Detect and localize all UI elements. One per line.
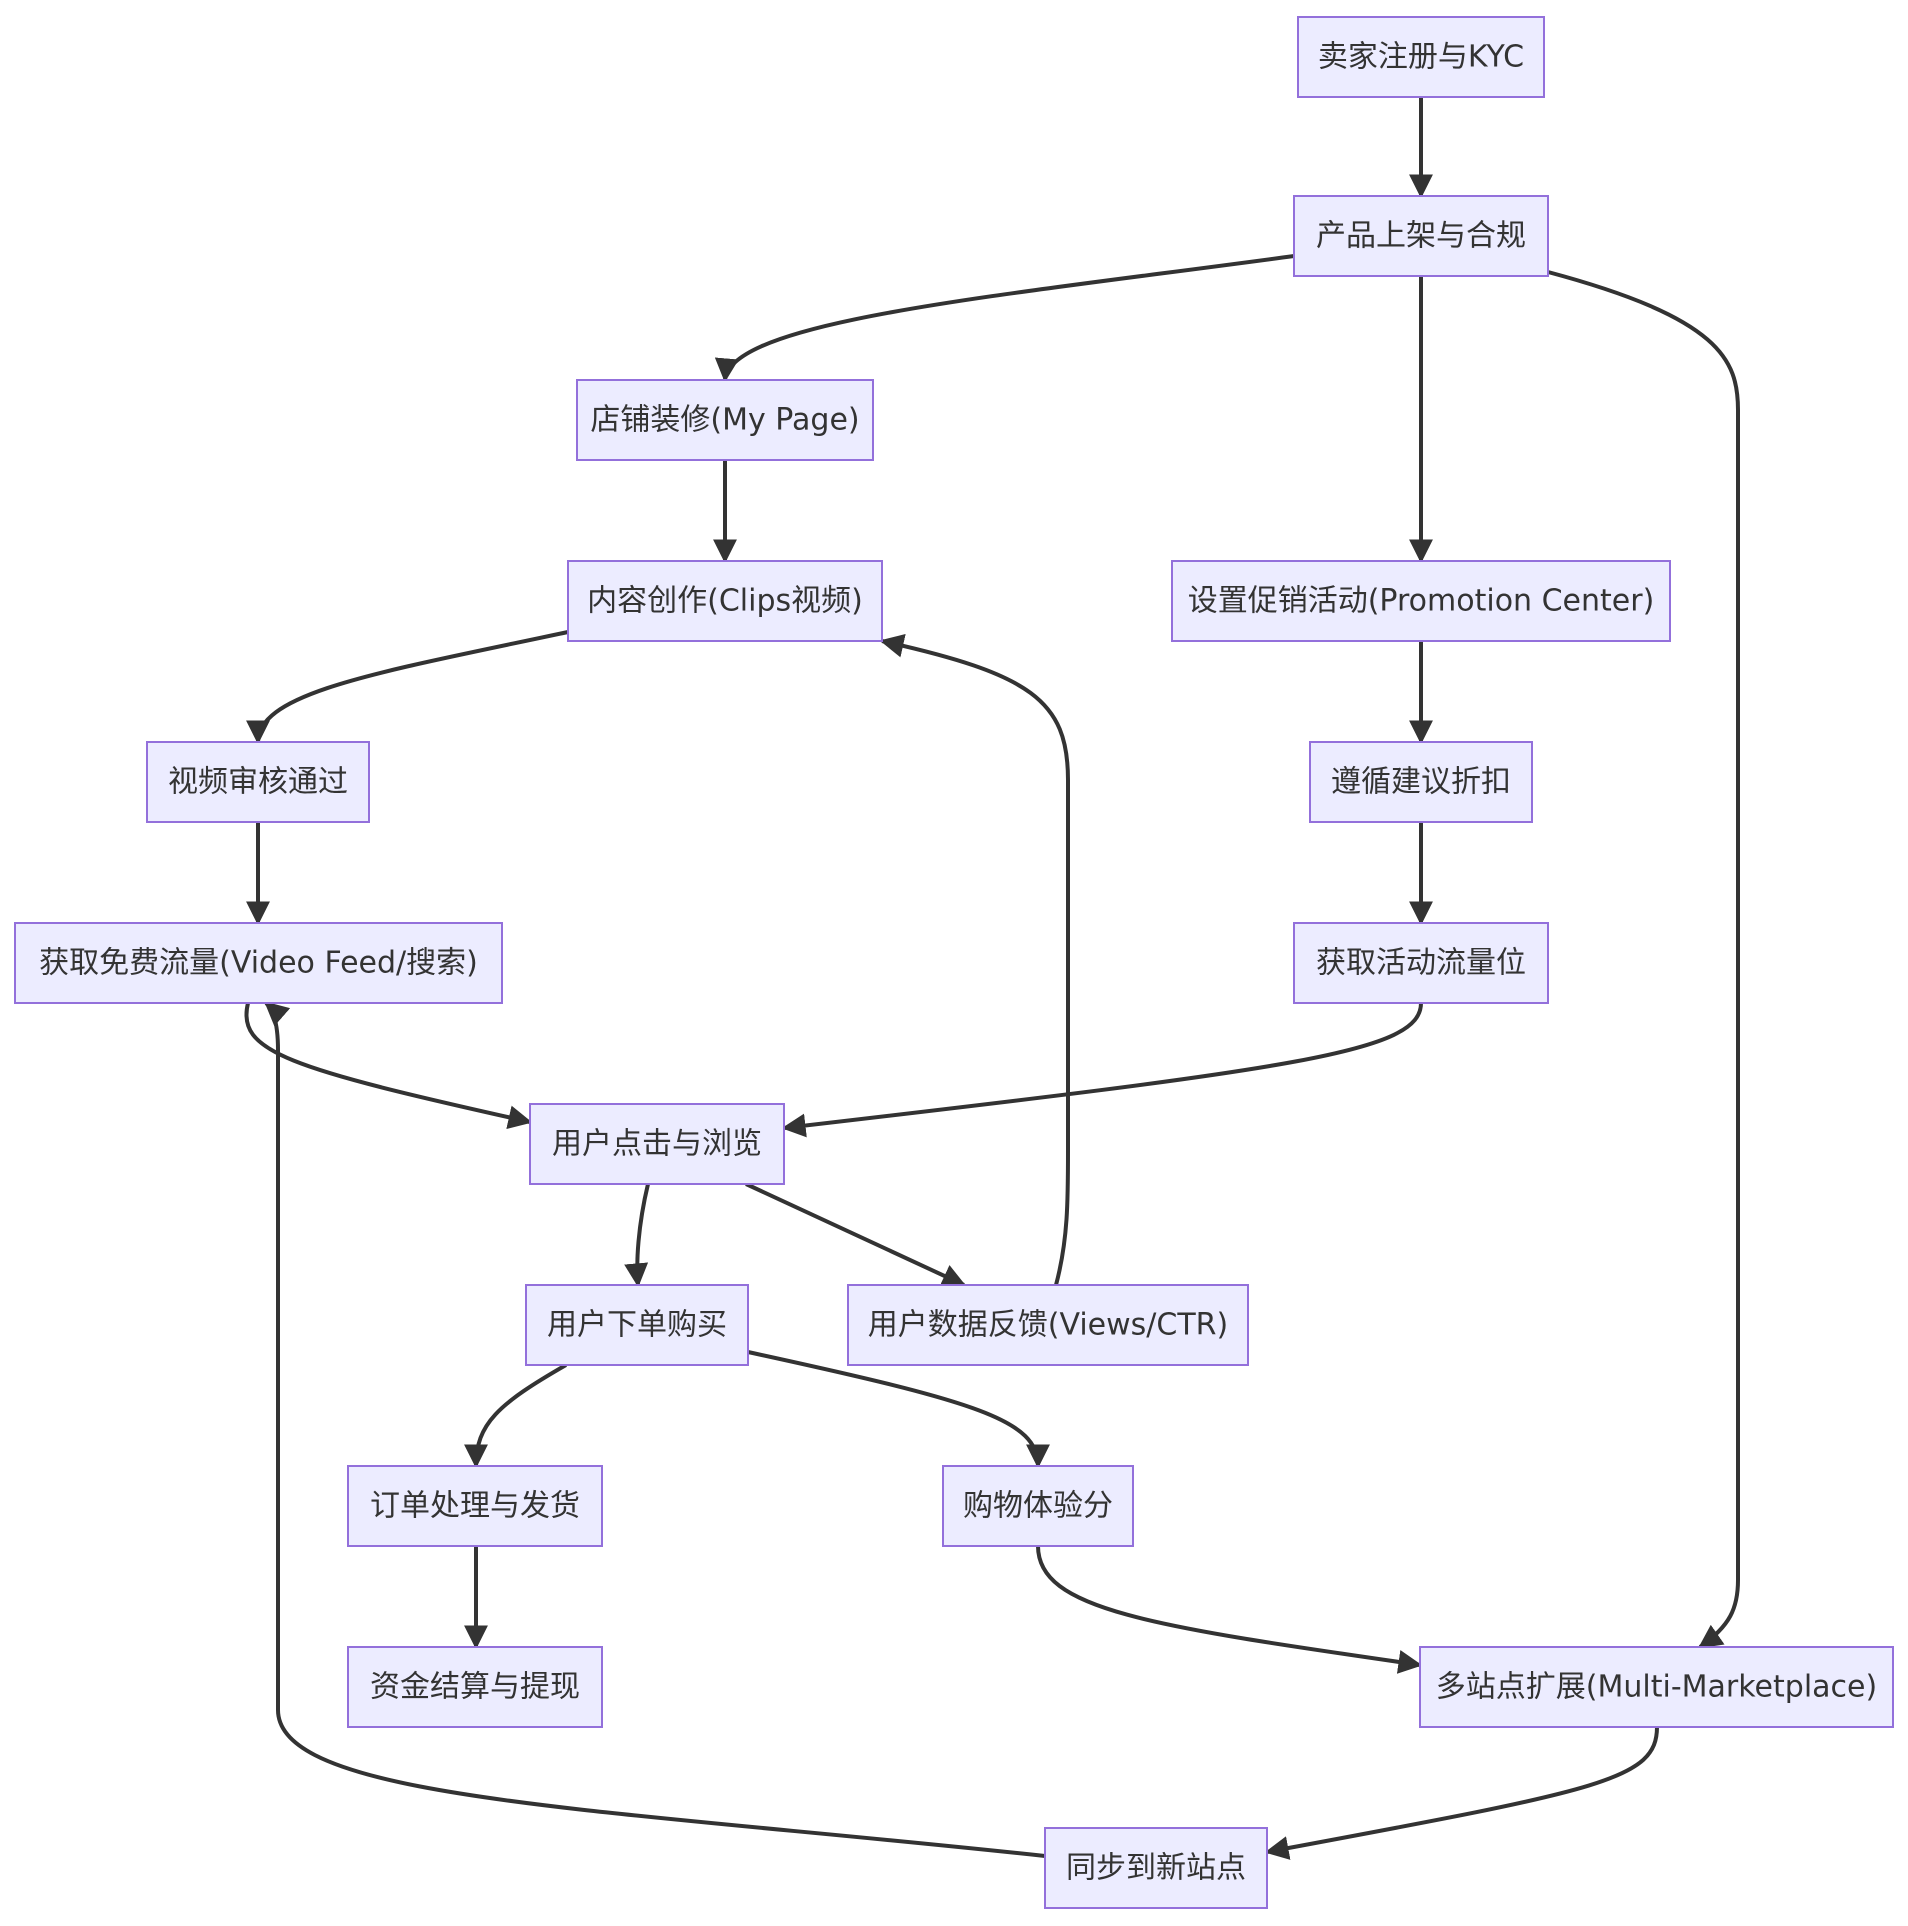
flow-node-n2: 产品上架与合规 [1293, 195, 1549, 277]
edges-layer [244, 97, 1740, 1860]
edge-n4-n6 [246, 630, 569, 745]
flow-node-n10: 用户点击与浏览 [529, 1103, 785, 1185]
edge-n8-n10 [244, 1002, 533, 1130]
node-box [942, 1465, 1134, 1547]
node-label: 资金结算与提现 [370, 1670, 580, 1705]
node-label: 用户下单购买 [547, 1308, 727, 1343]
node-box [1293, 922, 1549, 1004]
flow-node-n12: 用户数据反馈(Views/CTR) [847, 1284, 1249, 1366]
node-box [347, 1646, 603, 1728]
node-label: 设置促销活动(Promotion Center) [1188, 584, 1655, 619]
node-label: 内容创作(Clips视频) [587, 584, 863, 619]
node-box [1309, 741, 1533, 823]
edge-n17-n8 [264, 1001, 1046, 1858]
flow-node-n3: 店铺装修(My Page) [576, 379, 874, 461]
node-label: 订单处理与发货 [370, 1489, 580, 1524]
node-box [567, 560, 883, 642]
node-label: 同步到新站点 [1066, 1851, 1246, 1886]
node-box [1044, 1827, 1268, 1909]
node-label: 遵循建议折扣 [1331, 765, 1511, 800]
node-box [529, 1103, 785, 1185]
node-box [1293, 195, 1549, 277]
flow-node-n6: 视频审核通过 [146, 741, 370, 823]
edge-n14-n16 [1036, 1545, 1423, 1674]
flow-node-n1: 卖家注册与KYC [1297, 16, 1545, 98]
node-label: 视频审核通过 [168, 765, 348, 800]
node-box [525, 1284, 749, 1366]
node-label: 获取活动流量位 [1316, 946, 1526, 981]
node-box [14, 922, 503, 1004]
flow-node-n16: 多站点扩展(Multi-Marketplace) [1419, 1646, 1894, 1728]
node-label: 用户点击与浏览 [552, 1127, 762, 1162]
edge-n11-n14 [747, 1350, 1050, 1469]
node-label: 购物体验分 [963, 1489, 1113, 1524]
flow-node-n15: 资金结算与提现 [347, 1646, 603, 1728]
node-box [1419, 1646, 1894, 1728]
edge-n11-n13 [464, 1363, 567, 1469]
node-label: 获取免费流量(Video Feed/搜索) [39, 946, 478, 981]
node-label: 卖家注册与KYC [1318, 40, 1524, 75]
node-box [146, 741, 370, 823]
edge-n9-n10 [781, 1002, 1423, 1138]
edge-n16-n17 [1264, 1726, 1659, 1860]
edge-n10-n11 [624, 1183, 650, 1288]
node-box [1297, 16, 1545, 98]
node-box [1171, 560, 1671, 642]
node-label: 多站点扩展(Multi-Marketplace) [1436, 1670, 1877, 1705]
edge-n12-n4 [879, 633, 1070, 1286]
edge-n10-n12 [745, 1182, 967, 1287]
node-box [576, 379, 874, 461]
node-label: 产品上架与合规 [1316, 219, 1526, 254]
node-label: 用户数据反馈(Views/CTR) [868, 1308, 1228, 1343]
node-box [347, 1465, 603, 1547]
flow-node-n17: 同步到新站点 [1044, 1827, 1268, 1909]
flow-node-n4: 内容创作(Clips视频) [567, 560, 883, 642]
node-box [847, 1284, 1249, 1366]
flow-node-n9: 获取活动流量位 [1293, 922, 1549, 1004]
flow-node-n13: 订单处理与发货 [347, 1465, 603, 1547]
flow-node-n8: 获取免费流量(Video Feed/搜索) [14, 922, 503, 1004]
flow-node-n7: 遵循建议折扣 [1309, 741, 1533, 823]
flow-node-n11: 用户下单购买 [525, 1284, 749, 1366]
flow-node-n14: 购物体验分 [942, 1465, 1134, 1547]
flow-node-n5: 设置促销活动(Promotion Center) [1171, 560, 1671, 642]
edge-n2-n3 [714, 254, 1295, 383]
node-label: 店铺装修(My Page) [590, 403, 859, 438]
edge-n2-n16 [1547, 270, 1740, 1649]
